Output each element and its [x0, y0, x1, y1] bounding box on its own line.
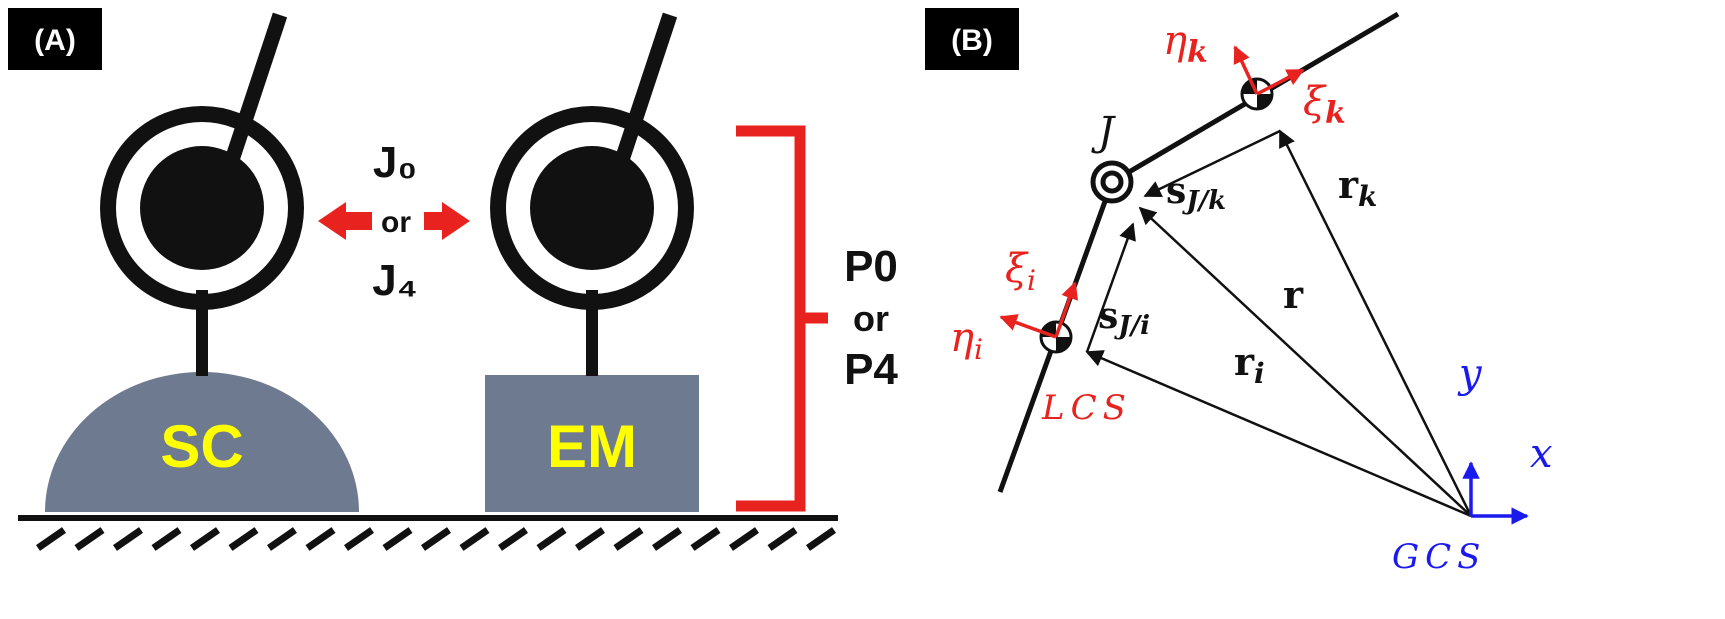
- eta-i-axis: [999, 314, 1057, 339]
- prismatic-bracket: [736, 125, 828, 512]
- ground-hatch-mark: [459, 527, 490, 551]
- r-i-label: ri: [1234, 339, 1265, 390]
- sc-revolute-joint: [100, 12, 304, 376]
- sc-joint-core: [140, 146, 264, 270]
- sc-body: [45, 372, 359, 512]
- sc-outer-ring: [100, 106, 304, 310]
- vector-r-i: [1085, 350, 1472, 518]
- em-body: [485, 375, 699, 512]
- ground-hatch-mark: [382, 527, 413, 551]
- ground-hatch-mark: [729, 527, 759, 551]
- ground-hatch-mark: [767, 527, 798, 551]
- y-axis-label: y: [1457, 351, 1483, 397]
- em-outer-ring: [490, 106, 694, 310]
- joint-j4-label: J₄: [372, 256, 417, 305]
- xi-i-axis: [1054, 281, 1079, 338]
- joint-j0-label: J₀: [373, 138, 417, 187]
- eta-i-label: ηi: [950, 315, 983, 366]
- ground-hatch-mark: [344, 527, 374, 551]
- panel-b-label: (B): [951, 24, 993, 57]
- ground-hatch-mark: [575, 527, 605, 551]
- s-ji-label: sJ/i: [1098, 295, 1150, 341]
- vector-s-ji: [1085, 222, 1136, 353]
- lcs-label: LCS: [1041, 388, 1132, 428]
- sc-link: [220, 12, 288, 175]
- ground-hatch-mark: [690, 527, 721, 551]
- gcs-label: GCS: [1392, 537, 1486, 577]
- prismatic-or-label: or: [853, 298, 889, 339]
- ground-hatch-mark: [113, 527, 143, 551]
- ground-hatch-mark: [36, 527, 66, 551]
- em-revolute-joint: [490, 12, 694, 376]
- panel-b: (B) J: [925, 8, 1553, 577]
- ground-hatch-mark: [228, 527, 259, 551]
- xi-i-label: ξi: [1005, 246, 1036, 297]
- ground-hatch-mark: [267, 527, 297, 551]
- right-red-arrow: [424, 202, 470, 240]
- joint-or-label: or: [381, 206, 411, 239]
- eta-k-axis: [1233, 45, 1259, 95]
- bracket-line: [736, 125, 806, 512]
- r-k-label: rk: [1338, 162, 1377, 213]
- vector-r-k: [1278, 129, 1473, 517]
- ground-hatch-mark: [806, 527, 836, 551]
- eta-k-label: ηk: [1163, 18, 1208, 70]
- ground-hatch-mark: [613, 527, 644, 551]
- xi-k-label: ξk: [1303, 79, 1346, 131]
- vector-r: [1138, 206, 1472, 517]
- sc-label: SC: [160, 413, 243, 480]
- ground-hatch-mark: [305, 527, 336, 551]
- panel-a-label: (A): [34, 24, 76, 57]
- em-link: [610, 12, 678, 175]
- vector-s-jk: [1143, 129, 1281, 198]
- ground-hatch-mark: [190, 527, 220, 551]
- xi-k-axis: [1256, 68, 1305, 96]
- ground-hatch-mark: [421, 527, 451, 551]
- left-red-arrow: [318, 202, 372, 240]
- prismatic-p0-label: P0: [844, 242, 898, 291]
- panel-a-label-box: [8, 8, 102, 70]
- x-axis-label: x: [1530, 431, 1553, 477]
- ground: [18, 515, 838, 551]
- ground-hatch-mark: [151, 527, 182, 551]
- joint-j-label: J: [1091, 109, 1116, 155]
- em-joint-core: [530, 146, 654, 270]
- panel-b-label-box: [925, 8, 1019, 70]
- r-label: r: [1283, 272, 1304, 317]
- ground-hatch-mark: [652, 527, 682, 551]
- em-label: EM: [547, 413, 637, 480]
- joint-j-inner: [1100, 170, 1124, 194]
- ground-hatch-mark: [536, 527, 567, 551]
- ground-hatch-mark: [74, 527, 105, 551]
- ground-hatch-mark: [498, 527, 528, 551]
- s-jk-label: sJ/k: [1166, 170, 1226, 216]
- panel-a: (A) SC EM J₀ or J₄: [8, 8, 898, 551]
- ground-hatching: [36, 527, 836, 551]
- prismatic-p4-label: P4: [844, 345, 898, 394]
